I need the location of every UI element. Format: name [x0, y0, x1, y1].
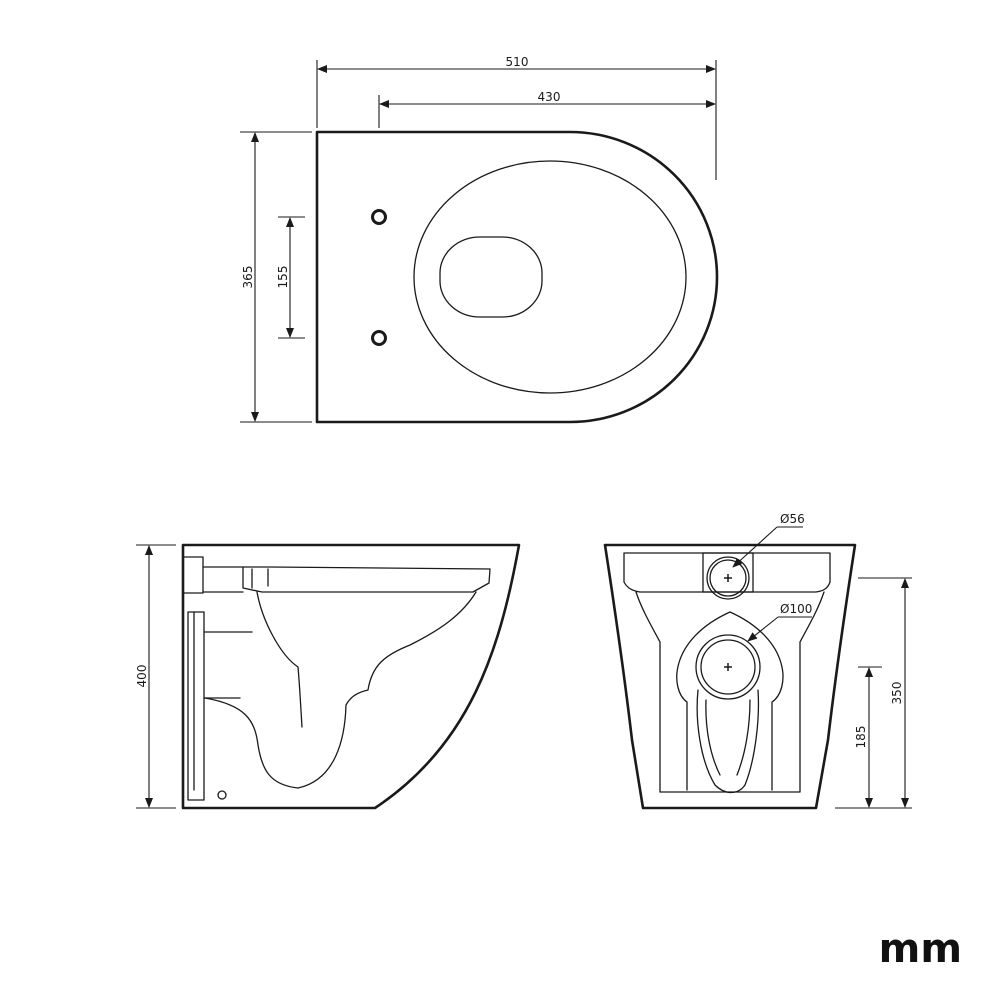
side-view-dimensions: 400	[135, 544, 176, 809]
leader-100	[747, 616, 779, 642]
outlet-arch	[676, 611, 784, 791]
top-view-outline	[315, 130, 719, 424]
inlet-panel	[623, 552, 831, 593]
unit-label: mm	[879, 926, 962, 972]
trapway-outer	[256, 591, 303, 728]
back-view	[603, 543, 857, 810]
dim-label-155: 155	[276, 266, 290, 289]
inlet-pipe-inner	[709, 559, 747, 597]
top-view	[315, 130, 719, 424]
side-view	[181, 543, 521, 810]
side-view-outline	[181, 543, 521, 810]
trapway-inner	[204, 591, 477, 789]
trap-channel	[696, 689, 760, 794]
dim-label-510: 510	[506, 55, 529, 69]
dim-label-185: 185	[854, 726, 868, 749]
wall-bracket	[182, 556, 204, 594]
dim-label-430: 430	[538, 90, 561, 104]
top-view-dimensions: 510 430 365 155	[240, 55, 717, 423]
dim-label-100: Ø100	[780, 602, 812, 616]
fixing-hole-bottom	[371, 330, 387, 346]
dim-label-400: 400	[135, 665, 149, 688]
leader-56	[732, 526, 778, 568]
rim-profile	[242, 566, 491, 593]
fixing-hole-top	[371, 209, 387, 225]
dim-label-350: 350	[890, 682, 904, 705]
inlet-pipe-outer	[706, 556, 750, 600]
back-view-dimensions: Ø56 Ø100 350 185	[732, 512, 912, 809]
outlet-pipe-inner	[700, 639, 756, 695]
bowl-outlet	[439, 236, 543, 318]
dim-label-365: 365	[241, 266, 255, 289]
bowl-rim	[413, 160, 687, 394]
dim-label-56: Ø56	[780, 512, 805, 526]
back-view-outline	[603, 543, 857, 810]
outlet-pipe-outer	[695, 634, 761, 700]
